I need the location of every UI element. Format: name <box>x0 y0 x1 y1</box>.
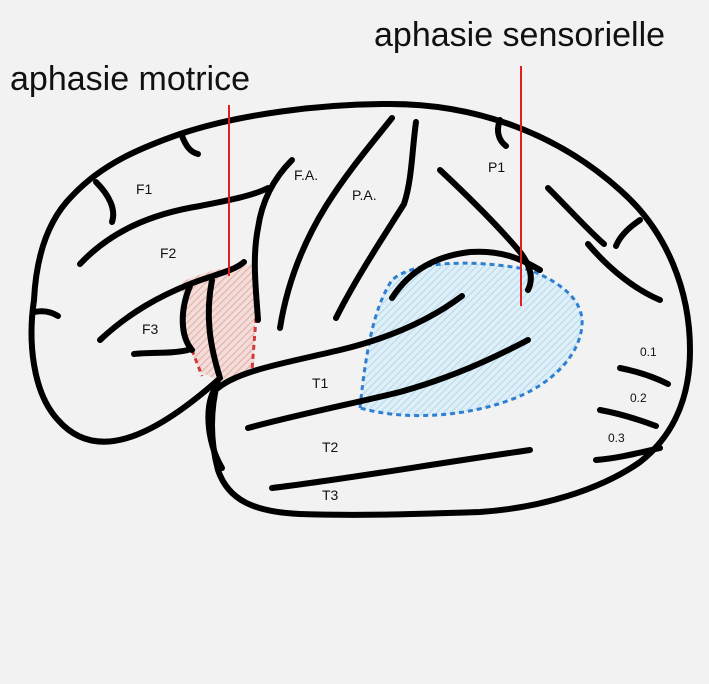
angular-sulcus <box>545 185 607 247</box>
outline-notch-4 <box>495 117 509 149</box>
postcentral-sulcus <box>333 119 419 321</box>
gyrus-label-f2: F2 <box>160 245 177 261</box>
central-sulcus <box>277 115 395 331</box>
superior-temporal-sulcus <box>245 337 531 431</box>
gyrus-label-fa: F.A. <box>294 167 318 183</box>
outline-notch-5 <box>613 217 643 249</box>
sensory-aphasia-label: aphasie sensorielle <box>374 16 666 54</box>
gyrus-label-o3: 0.3 <box>608 431 625 445</box>
wernicke-area <box>358 261 584 418</box>
occipital-sulcus-1 <box>617 365 671 387</box>
gyrus-label-p1: P1 <box>488 159 505 175</box>
gyrus-label-o1: 0.1 <box>640 345 657 359</box>
occipital-sulcus-3 <box>593 445 663 463</box>
broca-area <box>182 264 256 382</box>
broca-dashed-border-left <box>190 349 204 377</box>
sylvian-fissure <box>215 293 465 391</box>
occipital-sulcus-2 <box>597 407 659 429</box>
gyrus-label-o2: 0.2 <box>630 391 647 405</box>
outline-notch-1 <box>93 179 117 225</box>
broca-middle-sulcus <box>205 277 223 381</box>
inferior-temporal-sulcus <box>269 447 533 491</box>
gyrus-label-pa: P.A. <box>352 187 377 203</box>
gyrus-label-f3: F3 <box>142 321 159 337</box>
gyrus-label-t1: T1 <box>312 375 329 391</box>
frontal-orbital-sulcus <box>131 347 191 357</box>
gyrus-label-t2: T2 <box>322 439 339 455</box>
broca-left-sulcus <box>179 283 195 353</box>
superior-frontal-sulcus <box>77 185 271 267</box>
sylvian-fissure-base <box>205 385 225 471</box>
gyrus-label-t3: T3 <box>322 487 339 503</box>
motor-aphasia-label: aphasie motrice <box>10 60 251 98</box>
outline-notch-2 <box>179 133 201 157</box>
parieto-occipital-sulcus <box>585 241 663 303</box>
gyrus-label-f1: F1 <box>136 181 153 197</box>
outline-notch-3 <box>31 308 61 319</box>
precentral-sulcus <box>251 157 295 323</box>
intraparietal-sulcus <box>437 167 534 293</box>
brain-outline <box>28 101 693 518</box>
